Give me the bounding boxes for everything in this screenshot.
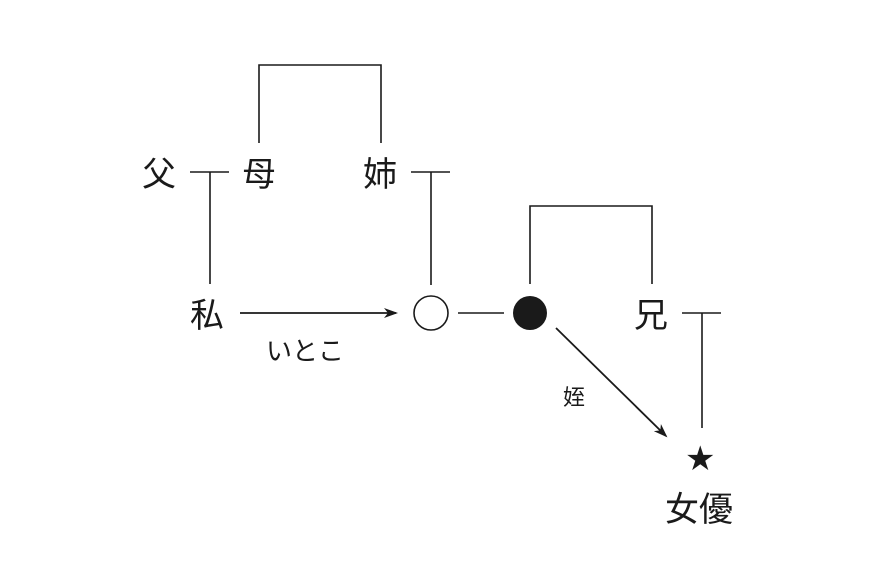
actress-label: 女優 bbox=[665, 490, 733, 530]
sibling-bracket-node-brother bbox=[529, 205, 653, 284]
mother-label: 母 bbox=[242, 155, 276, 195]
star-icon: ★ bbox=[685, 439, 715, 479]
sibling-bracket-mother-sister bbox=[258, 64, 382, 143]
niece-arrow bbox=[555, 327, 668, 438]
elder-brother-label: 兄 bbox=[634, 296, 668, 336]
niece-parent-node bbox=[513, 296, 547, 330]
father-label: 父 bbox=[142, 155, 176, 195]
elder-sister-label: 姉 bbox=[363, 155, 397, 195]
cousin-relation-label: いとこ bbox=[266, 337, 344, 367]
me-label: 私 bbox=[190, 296, 224, 336]
cousin-node bbox=[413, 295, 449, 331]
niece-relation-label: 姪 bbox=[563, 386, 585, 411]
